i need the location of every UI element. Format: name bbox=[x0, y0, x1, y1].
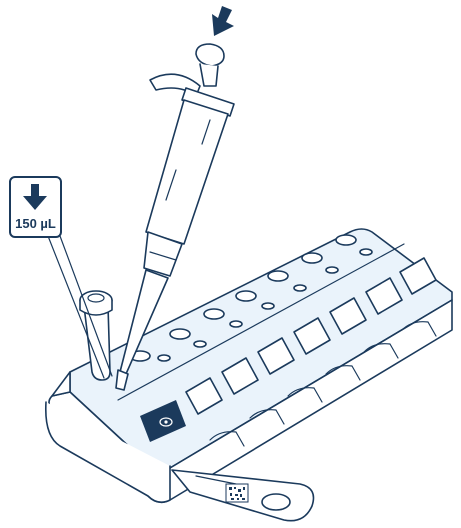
pull-tab bbox=[172, 470, 314, 521]
volume-label: 150 µL bbox=[11, 216, 60, 231]
barcode-icon bbox=[226, 484, 248, 502]
volume-callout: 150 µL bbox=[9, 176, 62, 238]
press-down-arrow-icon bbox=[212, 6, 234, 36]
